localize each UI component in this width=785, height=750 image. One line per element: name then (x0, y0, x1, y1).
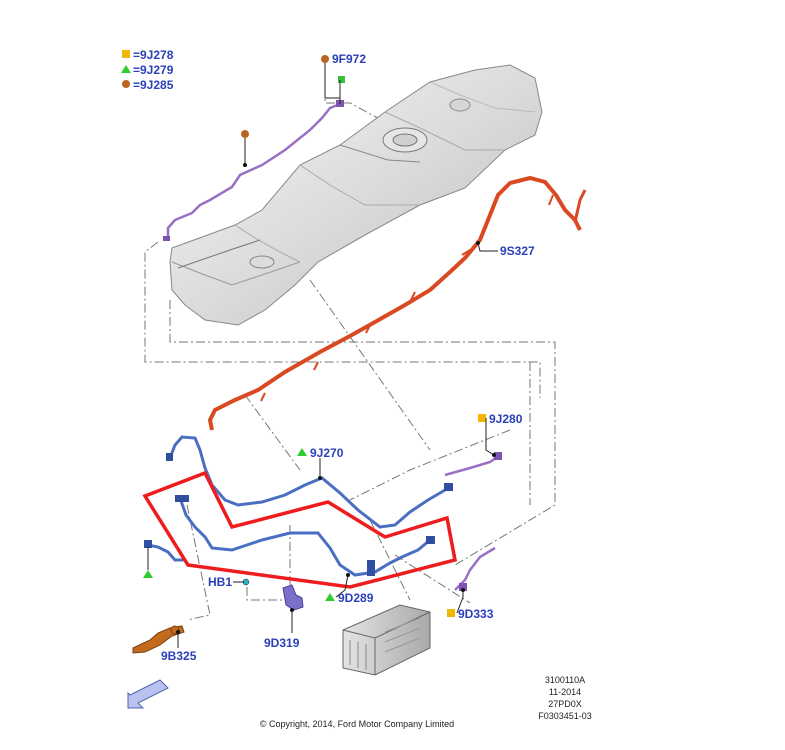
triangle-marker-9d289-icon (325, 593, 335, 601)
fuel-line-9s327 (207, 175, 587, 431)
vapor-connector-9f972-icon (338, 76, 345, 83)
square-marker-icon (122, 50, 130, 58)
triangle-marker-left-icon (143, 570, 153, 578)
highlight-outline (142, 470, 458, 589)
square-marker-9j280-icon (478, 414, 486, 422)
bracket-9d319 (282, 584, 304, 611)
meta-line-4: F0303451-03 (538, 711, 592, 721)
vapor-line-9j280 (444, 453, 501, 477)
label-9s327: 9S327 (500, 244, 535, 258)
label-9d289: 9D289 (338, 591, 374, 605)
label-hb1: HB1 (208, 575, 232, 589)
label-9f972: 9F972 (332, 52, 366, 66)
brake-lines (144, 435, 453, 577)
triangle-marker-9j270-icon (297, 448, 307, 456)
leader-lines (147, 63, 498, 648)
brake-line-left (147, 543, 185, 562)
legend-item-9j285: =9J285 (133, 78, 174, 92)
circle-marker-9f972-icon (321, 55, 329, 63)
legend-item-9j279: =9J279 (133, 63, 174, 77)
fuel-tank (169, 64, 543, 326)
square-marker-9d333-icon (447, 609, 455, 617)
triangle-marker-icon (121, 65, 131, 73)
copyright-text: © Copyright, 2014, Ford Motor Company Li… (260, 719, 454, 729)
label-9j270: 9J270 (310, 446, 344, 460)
meta-line-1: 3100110A (545, 675, 585, 685)
label-9b325: 9B325 (161, 649, 197, 663)
brake-line-top (168, 435, 451, 529)
vapor-line-upper (166, 102, 341, 240)
reference-lines (144, 70, 556, 621)
label-9d319: 9D319 (264, 636, 300, 650)
evap-canister (342, 604, 431, 676)
front-direction-arrow-icon (127, 679, 169, 709)
circle-marker-icon (122, 80, 130, 88)
label-9j280: 9J280 (489, 412, 523, 426)
label-9d333: 9D333 (458, 607, 494, 621)
meta-line-2: 11-2014 (549, 687, 581, 697)
brake-line-middle (178, 497, 431, 577)
legend-item-9j278: =9J278 (133, 48, 174, 62)
circle-marker-vapor-icon (241, 130, 249, 138)
legend: =9J278 =9J279 =9J285 (121, 48, 174, 92)
meta-line-3: 27PD0X (548, 699, 582, 709)
